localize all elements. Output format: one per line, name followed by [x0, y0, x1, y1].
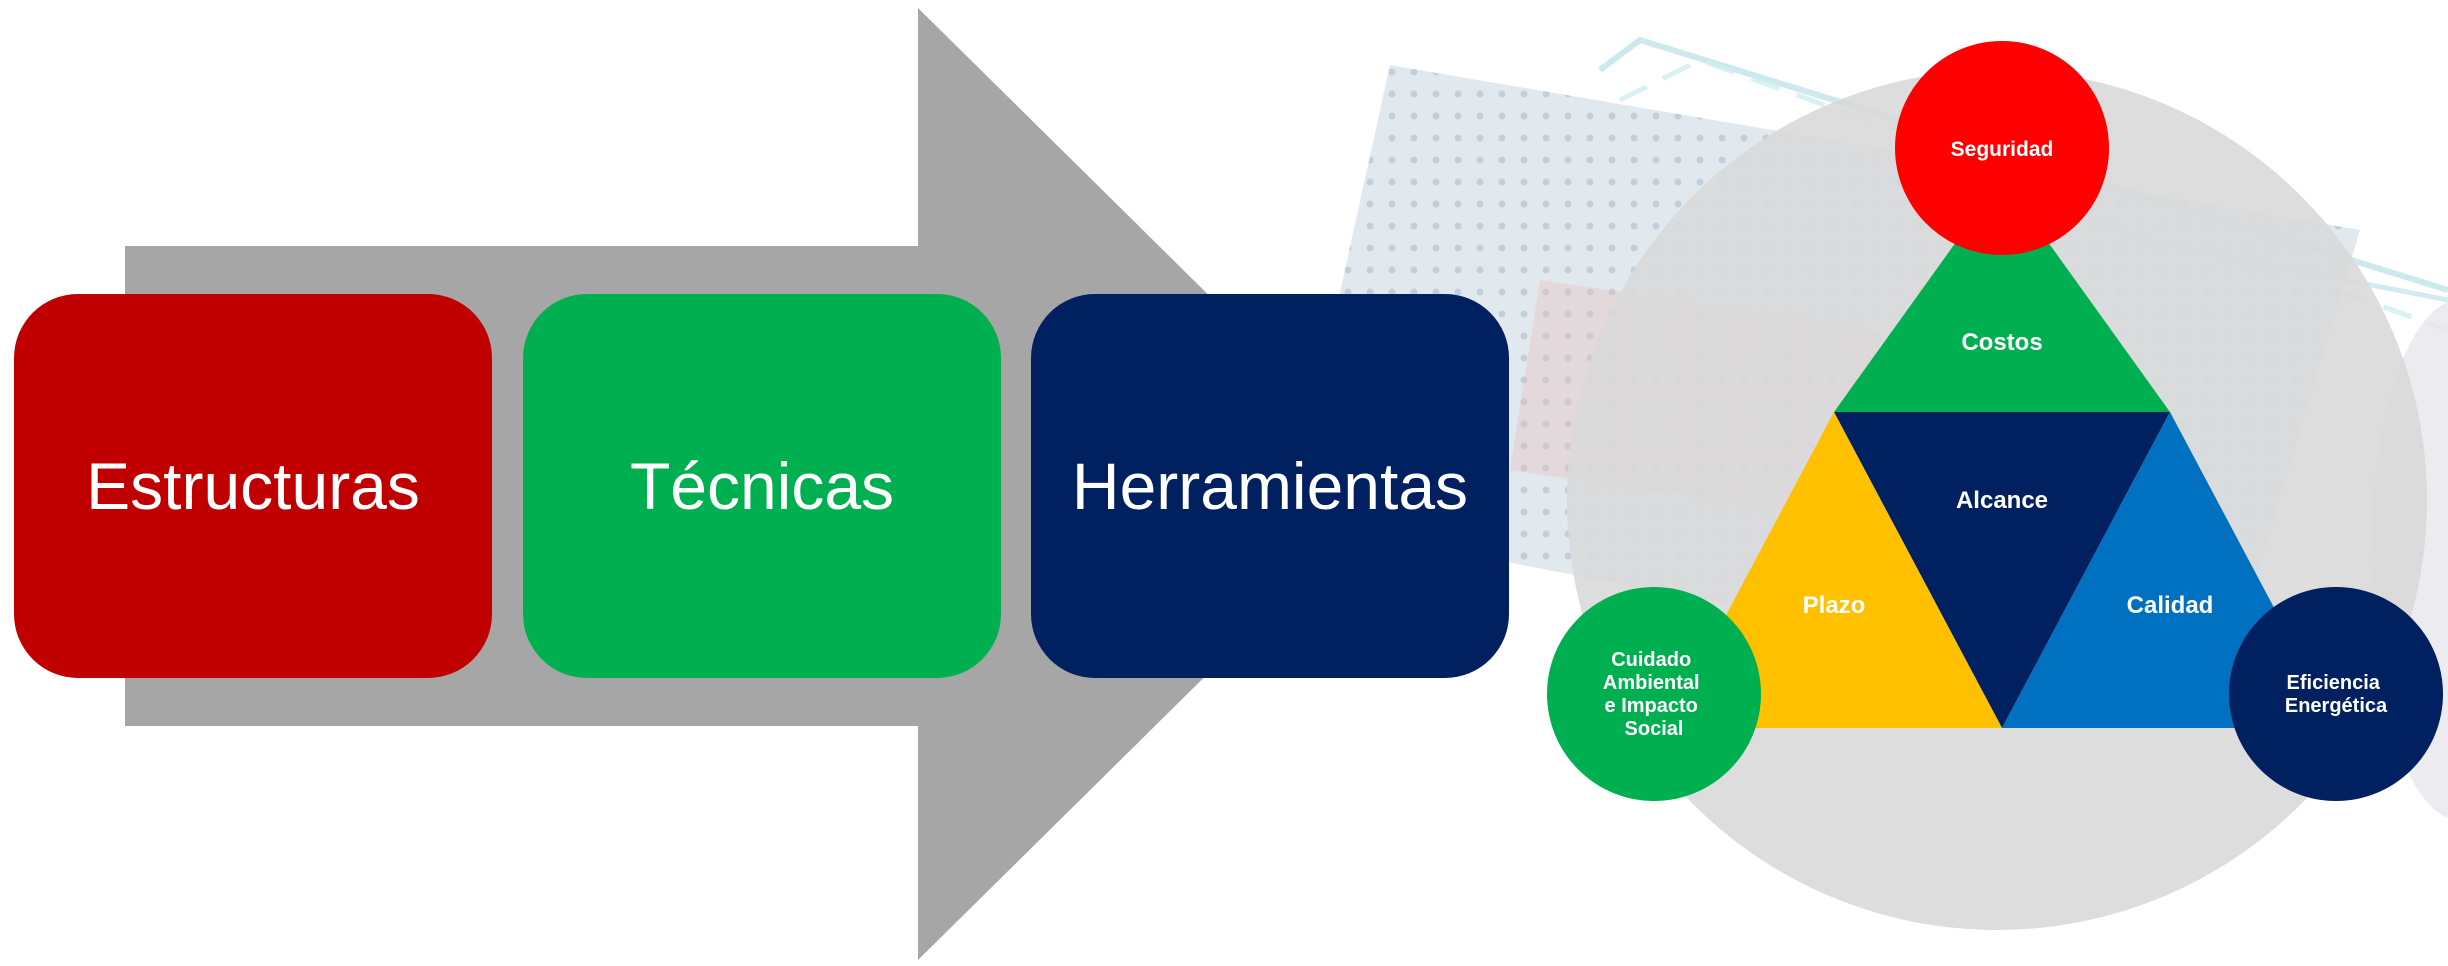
step-box-herramientas: Herramientas [1031, 294, 1509, 678]
label-eficiencia-line-2: Energética [2285, 695, 2388, 717]
label-cuidado-ambiental: Cuidado Ambiental e Impacto Social [1603, 649, 1705, 740]
step-label-tecnicas: Técnicas [629, 449, 895, 523]
label-cuidado-line-1: Cuidado [1611, 649, 1691, 671]
label-seguridad: Seguridad [1951, 138, 2054, 161]
label-calidad: Calidad [2127, 592, 2214, 619]
triangle-top-costos [1834, 178, 2170, 412]
circle-eficiencia-energetica [2229, 587, 2443, 801]
label-cuidado-line-3: e Impacto [1605, 695, 1698, 717]
label-eficiencia-energetica: Eficiencia Energética [2285, 672, 2388, 717]
label-plazo: Plazo [1803, 592, 1866, 619]
label-cuidado-line-4: Social [1625, 718, 1684, 740]
circle-seguridad [1895, 41, 2109, 255]
label-costos: Costos [1961, 329, 2042, 356]
label-alcance: Alcance [1956, 487, 2048, 514]
step-box-tecnicas: Técnicas [523, 294, 1001, 678]
circle-cuidado-ambiental [1547, 587, 1761, 801]
step-box-estructuras: Estructuras [14, 294, 492, 678]
step-label-estructuras: Estructuras [86, 449, 420, 523]
label-cuidado-line-2: Ambiental [1603, 672, 1700, 694]
label-eficiencia-line-1: Eficiencia [2287, 672, 2381, 694]
triangle-center-alcance [1834, 412, 2170, 728]
step-label-herramientas: Herramientas [1071, 449, 1469, 523]
